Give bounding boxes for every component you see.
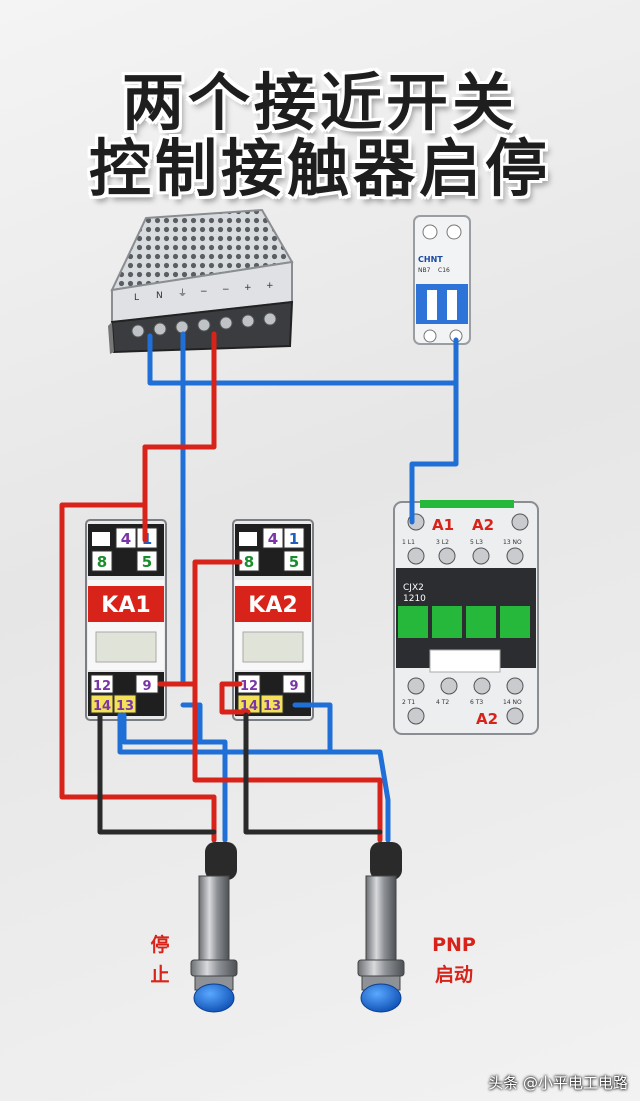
psu-label-plus-1: + [244,283,252,293]
psu-label-l: L [134,293,139,303]
breaker-brand: CHNT [418,255,443,264]
ka2-terminal-12: 12 [240,679,258,694]
ka2-terminal-1: 1 [289,530,299,548]
proximity-sensor-start [357,842,405,1013]
wire-psu-plus-to-ka1-1 [142,331,217,543]
contactor-term-no-bottom: 14 NO [503,699,522,706]
ka1-terminal-12: 12 [93,679,111,694]
title-line-2: 控制接触器启停 [88,132,551,205]
wire-ka1-bottom-blue [121,712,203,745]
ka1-terminal-5: 5 [142,553,152,571]
ka2-terminal-8: 8 [244,553,254,571]
contactor-term-t2: 4 T2 [436,699,449,706]
proximity-sensor-stop [190,842,238,1013]
contactor-a2-top-label: A2 [472,516,494,534]
relay-ka2: 4 1 8 5 KA2 12 9 14 13 [232,519,314,721]
ka1-terminal-4: 4 [121,530,131,548]
wire-plus-to-sensor-1 [59,444,217,843]
contactor-model-1: CJX2 [403,583,424,593]
title-line-1: 两个接近开关 [121,66,518,139]
contactor-a2-bottom-label: A2 [476,710,498,728]
ka2-terminal-5: 5 [289,553,299,571]
psu-label-n: N [156,291,163,301]
start-label-pnp: PNP [432,934,476,956]
psu-label-minus-2: − [222,285,230,295]
black-wires [97,712,383,835]
wire-minus-to-sensor-1 [180,702,228,843]
psu-label-minus-1: − [200,287,208,297]
ka2-terminal-4: 4 [268,530,278,548]
start-sensor-label: PNP 启动 [424,930,484,990]
breaker-model: NB7 [418,267,431,274]
wire-plus-to-sensor-2 [192,681,383,843]
contactor-model-2: 1210 [403,594,426,604]
ka1-label: KA1 [101,593,150,618]
contactor-term-l1: 1 L1 [402,539,415,546]
start-label-text: 启动 [434,964,473,986]
breaker-rating: C16 [438,267,450,274]
contactor-term-no-top: 13 NO [503,539,522,546]
psu-label-plus-2: + [266,281,274,291]
ka1-terminal-13: 13 [116,699,134,714]
red-wires [59,331,383,843]
wire-psu-to-breaker [147,333,459,386]
ka1-terminal-9: 9 [142,679,151,694]
watermark: 头条 @小平电工电路 [488,1074,628,1092]
ka2-terminal-9: 9 [289,679,298,694]
stop-sensor-label: 停 止 [140,930,180,990]
ka2-terminal-13: 13 [263,699,281,714]
wire-ka1-14-to-sensor-1-signal [97,712,217,835]
contactor-term-l3: 5 L3 [470,539,483,546]
contactor-term-t1: 2 T1 [402,699,415,706]
contactor-term-t3: 6 T3 [470,699,483,706]
psu-label-ground: ⏚ [178,288,187,299]
contactor: A1 A2 1 L1 3 L2 5 L3 13 NO CJX2 1210 2 T… [393,500,539,735]
wire-ka2-14-to-sensor-2-signal [243,712,383,835]
contactor-a1-label: A1 [432,516,454,534]
ka1-terminal-8: 8 [97,553,107,571]
power-supply: L N ⏚ − − + + [108,208,294,354]
wire-breaker-to-a1 [409,380,459,525]
contactor-term-l2: 3 L2 [436,539,449,546]
stop-label-char-2: 止 [150,964,170,986]
circuit-breaker: CHNT NB7 C16 [413,215,471,345]
wire-ka2-loop [219,681,251,715]
contactor-bottom-screws [407,677,524,725]
ka2-label: KA2 [248,593,297,618]
contactor-top-screws [407,513,529,565]
relay-ka1: 4 1 8 5 KA1 12 9 14 13 [85,519,167,721]
wire-minus-to-sensor-2 [327,749,391,843]
ka1-terminal-14: 14 [93,699,111,714]
terminal-screws [131,312,277,338]
wire-ka1-to-ka2 [157,559,243,687]
stop-label-char-1: 停 [150,934,170,956]
